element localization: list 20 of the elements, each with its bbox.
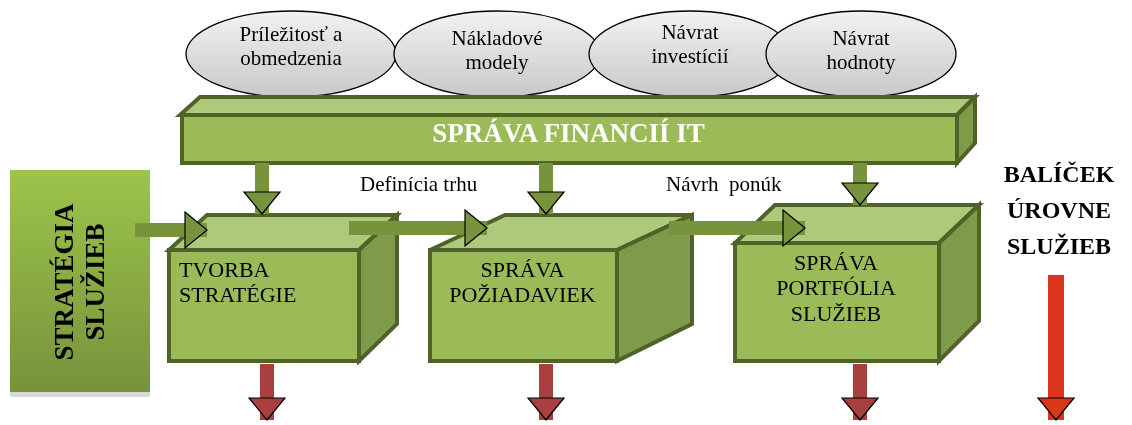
heading-text: BALÍČEK ÚROVNE SLUŽIEB	[1002, 160, 1116, 261]
node-label: Nákladové modely	[450, 26, 544, 75]
panel-title: STRATÉGIA SLUŽIEB	[48, 202, 111, 363]
node-label: SPRÁVA PORTFÓLIA SLUŽIEB	[775, 250, 897, 326]
block-arrow	[841, 163, 879, 206]
block-arrow	[669, 209, 806, 247]
block-arrow	[248, 364, 286, 421]
block-arrow	[349, 209, 488, 247]
block-arrow	[1037, 275, 1075, 421]
node-label: Návrat hodnoty	[825, 26, 897, 75]
block-arrow	[527, 163, 565, 215]
node-label: Návrat investícií	[650, 20, 730, 69]
node-label: TVORBA STRATÉGIE	[179, 257, 298, 308]
block-arrow	[841, 364, 879, 421]
bar-title: SPRÁVA FINANCIÍ IT	[431, 118, 706, 150]
node-label: Príležitosť a obmedzenia	[238, 22, 344, 71]
block-arrow	[527, 364, 565, 421]
block-arrow	[135, 211, 208, 249]
node-label: SPRÁVA POŽIADAVIEK	[448, 257, 597, 308]
block-arrow	[243, 163, 281, 215]
